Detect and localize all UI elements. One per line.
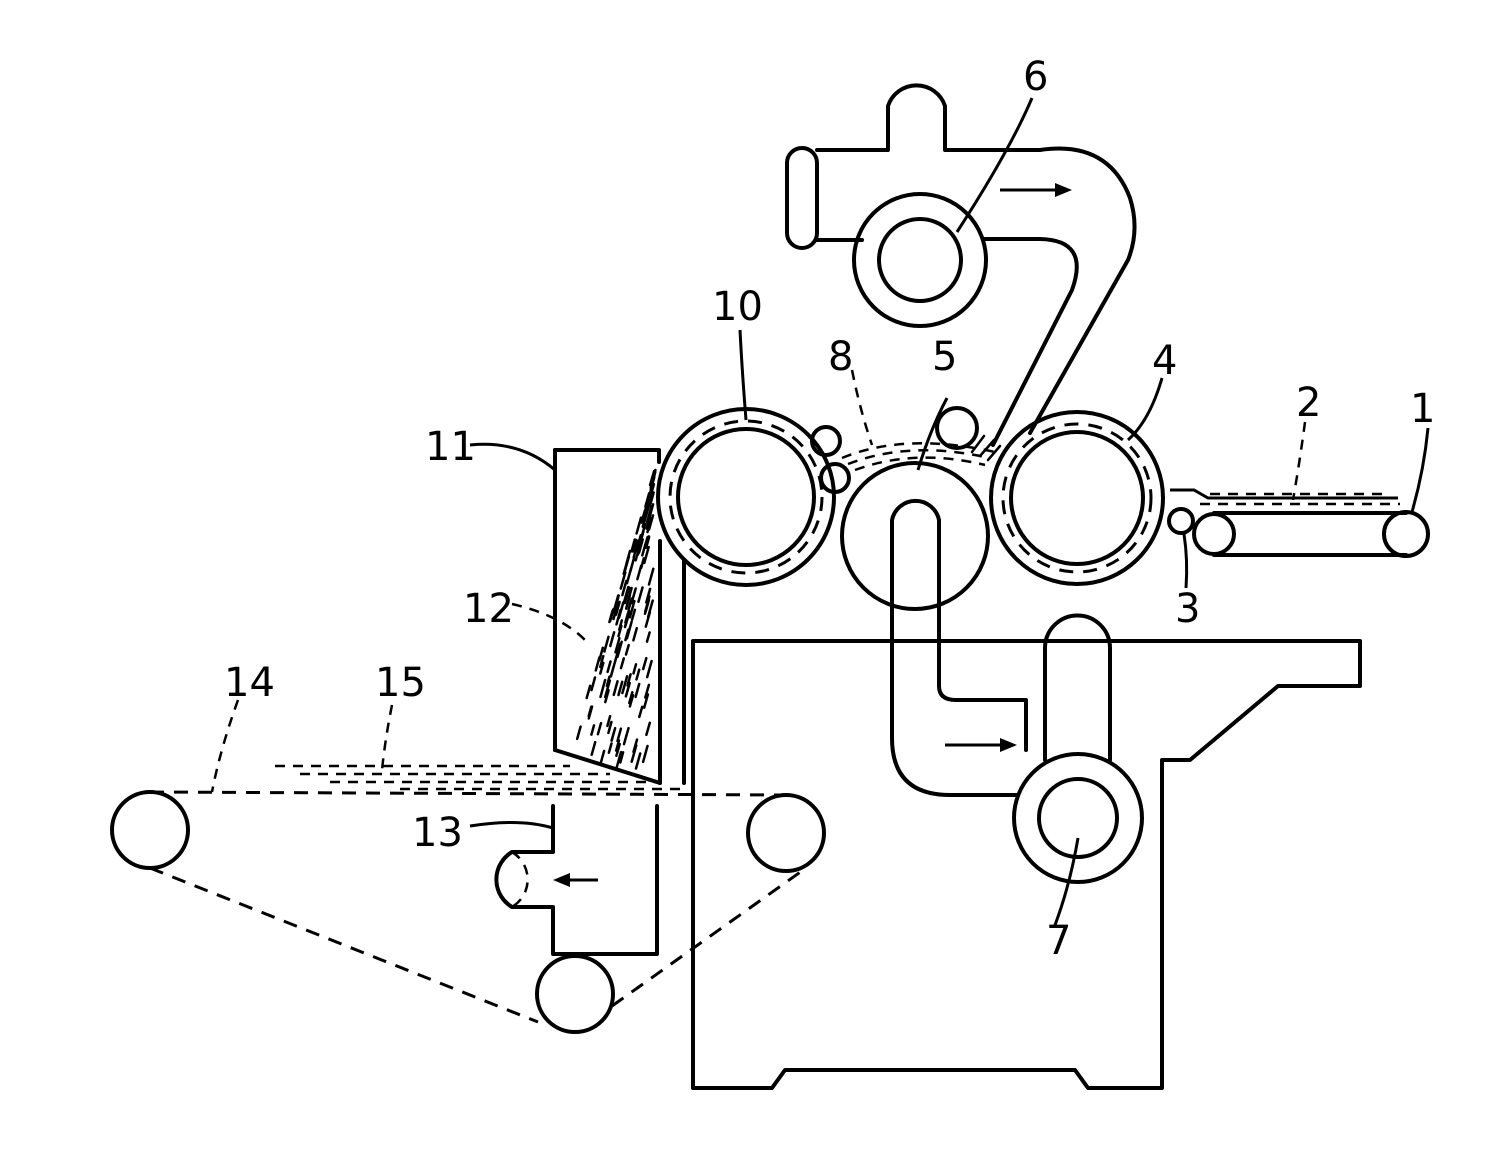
- label-14: 14: [224, 660, 275, 706]
- label-1: 1: [1410, 386, 1435, 432]
- collecting-conveyor-14: [112, 792, 824, 1032]
- suction-duct-6: [787, 85, 1135, 445]
- label-11: 11: [425, 424, 476, 470]
- label-10: 10: [712, 284, 763, 330]
- label-3: 3: [1175, 586, 1200, 632]
- label-5: 5: [932, 334, 957, 380]
- small-roll-top: [937, 408, 977, 448]
- suction-duct-7: [892, 607, 1142, 882]
- label-7: 7: [1046, 918, 1071, 964]
- feed-conveyor: [1169, 490, 1428, 556]
- roll-5: [842, 463, 988, 609]
- label-6: 6: [1023, 54, 1048, 100]
- label-12: 12: [463, 586, 514, 632]
- roll-4: [991, 412, 1163, 584]
- label-15: 15: [375, 660, 426, 706]
- suction-box-13: [496, 806, 657, 954]
- label-8: 8: [828, 334, 853, 380]
- label-2: 2: [1296, 380, 1321, 426]
- label-13: 13: [412, 810, 463, 856]
- label-4: 4: [1152, 338, 1177, 384]
- fiber-stream-12: [577, 470, 655, 769]
